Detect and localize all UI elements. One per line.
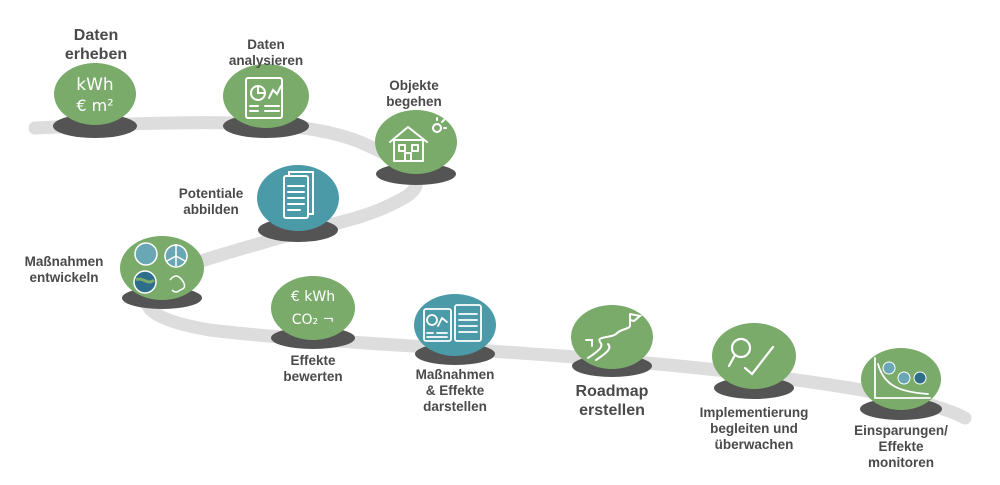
label-line: Daten — [73, 27, 119, 44]
label-line: Roadmap — [575, 383, 649, 400]
label-line: darstellen — [423, 398, 487, 414]
label-line: begleiten und — [710, 420, 798, 436]
label-line: monitoren — [867, 454, 934, 470]
label-line: & Effekte — [425, 382, 485, 398]
house-icon — [389, 117, 447, 162]
kwh-icon-text: kWh — [76, 75, 113, 95]
label-line: erheben — [64, 45, 128, 63]
label-line: Effekte — [290, 353, 336, 368]
label-line: überwachen — [714, 436, 794, 452]
label-line: entwickeln — [29, 269, 99, 285]
report-documents-icon — [423, 304, 482, 342]
step-roadmap-erstellen — [571, 305, 653, 377]
plant-icon — [134, 242, 158, 266]
step-objekte-begehen — [375, 110, 457, 185]
label-implementierung: Implementierung begleiten und überwachen — [700, 405, 809, 453]
label-roadmap-erstellen: Roadmap erstellen — [576, 383, 649, 421]
label-line: Maßnahmen — [24, 254, 104, 269]
label-line: analysieren — [228, 52, 304, 68]
label-effekte-bewerten: Effekte bewerten — [283, 353, 342, 385]
euro-kwh-icon-text: € kWh — [291, 289, 335, 305]
label-line: erstellen — [579, 401, 645, 419]
step-daten-erheben: kWh € m² — [53, 63, 137, 138]
step-potentiale-abbilden — [257, 165, 339, 242]
label-line: Potentiale — [178, 186, 244, 201]
step-massnahmen-entwickeln — [120, 236, 204, 309]
recycle-icon — [169, 275, 186, 293]
decline-graph-icon — [874, 357, 931, 399]
label-massnahmen-entwickeln: Maßnahmen entwickeln — [25, 254, 104, 286]
step-massnahmen-effekte-darstellen — [414, 294, 496, 365]
label-daten-erheben: Daten erheben — [65, 27, 127, 65]
label-massnahmen-effekte-darstellen: Maßnahmen & Effekte darstellen — [416, 367, 495, 415]
step-daten-analysieren — [223, 64, 309, 138]
road-flag-icon — [585, 313, 643, 361]
label-line: bewerten — [283, 368, 343, 384]
label-line: abbilden — [183, 201, 239, 217]
label-objekte-begehen: Objekte begehen — [386, 78, 442, 110]
label-line: Objekte — [389, 78, 439, 93]
label-line: Implementierung — [699, 405, 809, 420]
label-line: Effekte — [878, 438, 924, 454]
step-effekte-bewerten: € kWh CO₂ ¬ — [271, 276, 355, 349]
step-einsparungen-monitoren — [860, 348, 942, 420]
step-implementierung — [712, 323, 796, 399]
euro-m2-icon-text: € m² — [76, 96, 113, 115]
label-einsparungen-monitoren: Einsparungen/ Effekte monitoren — [854, 423, 948, 471]
label-line: Einsparungen/ — [854, 423, 948, 438]
label-line: Maßnahmen — [415, 367, 495, 382]
co2-icon-text: CO₂ ¬ — [292, 312, 335, 328]
label-daten-analysieren: Daten analysieren — [229, 37, 303, 69]
label-potentiale-abbilden: Potentiale abbilden — [179, 186, 244, 218]
label-line: Daten — [247, 37, 285, 52]
analysis-document-icon — [245, 77, 283, 119]
document-list-icon — [283, 171, 314, 219]
label-line: begehen — [386, 93, 442, 109]
magnifier-check-icon — [727, 337, 775, 376]
